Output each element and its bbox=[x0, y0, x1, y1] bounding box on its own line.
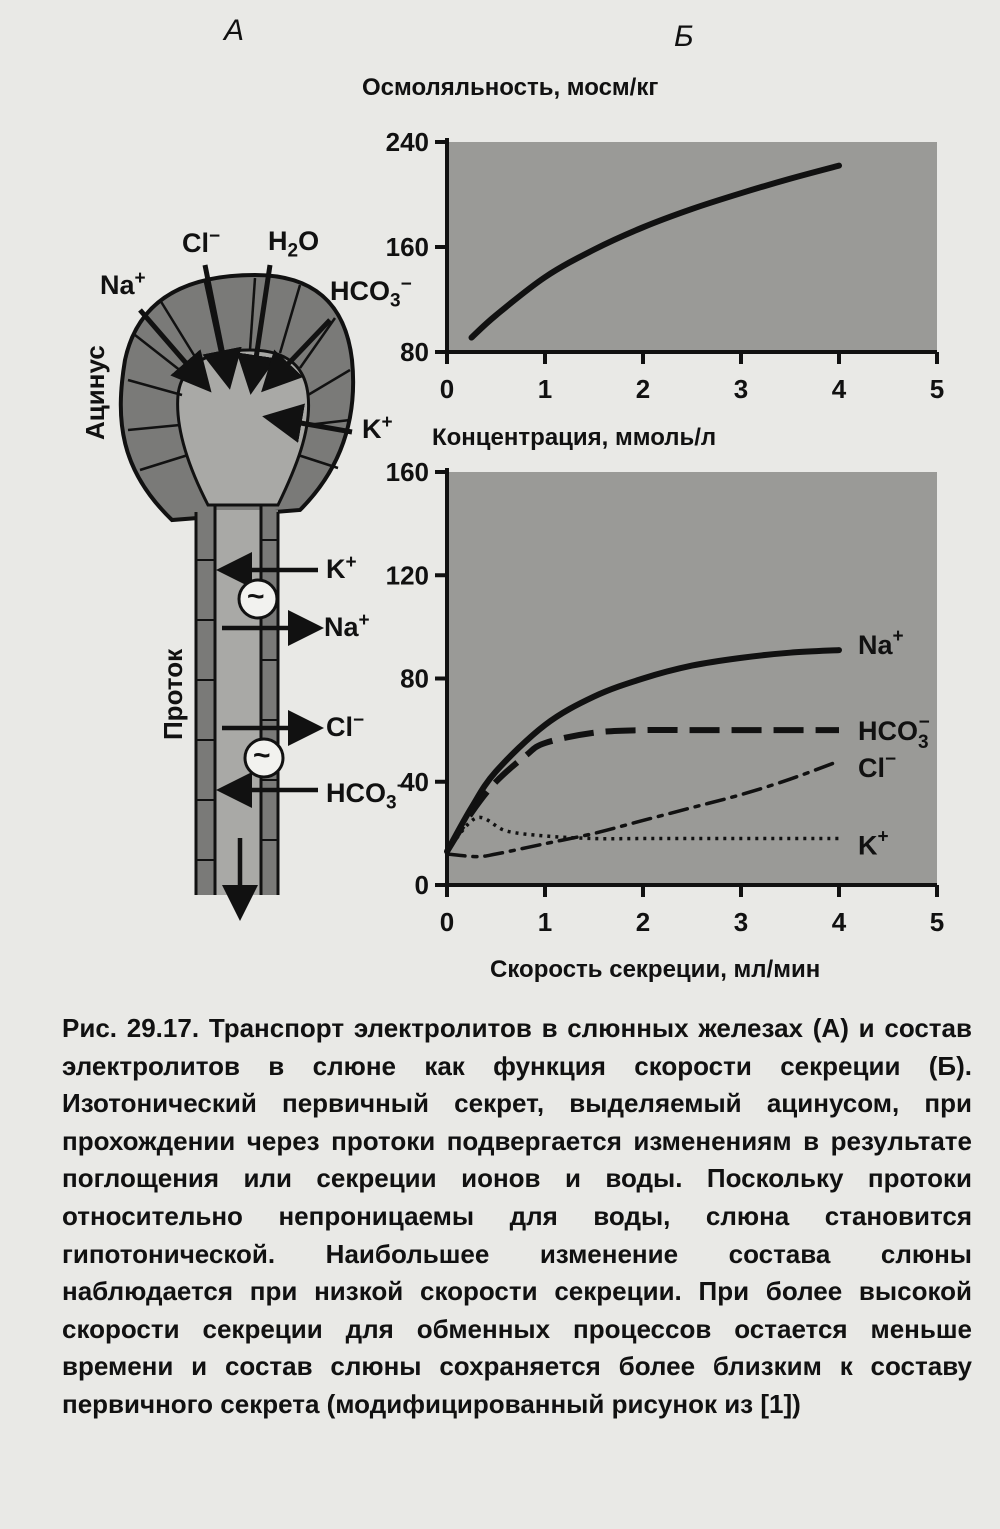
arrow-hco3-in bbox=[261, 318, 332, 393]
chart2-series-hco bbox=[444, 726, 839, 854]
chart2-series-na bbox=[444, 647, 842, 855]
chart2-label-na: Na+ bbox=[858, 626, 904, 660]
chart2-ytick-label: 120 bbox=[386, 560, 429, 590]
chart2-xtick-label: 3 bbox=[734, 907, 748, 937]
arrow-k-in bbox=[262, 403, 353, 443]
figure-caption: Рис. 29.17. Транспорт электролитов в слю… bbox=[62, 1010, 972, 1424]
chart1-xtick-label: 1 bbox=[538, 374, 552, 404]
duct-cl-label: Cl− bbox=[326, 710, 365, 742]
acinus-hco3-label: HCO3− bbox=[330, 274, 412, 312]
chart2-plot-area bbox=[447, 472, 937, 885]
caption-figure-number: Рис. 29.17. bbox=[62, 1013, 200, 1043]
chart2-series-k bbox=[445, 815, 839, 853]
acinus-ion-arrows bbox=[138, 264, 353, 443]
duct-ion-arrows bbox=[216, 552, 324, 921]
chart1-ytick-label: 80 bbox=[400, 337, 429, 367]
chart1-ytick-label: 240 bbox=[386, 127, 429, 157]
chart2-xlabel: Скорость секреции, мл/мин bbox=[490, 956, 821, 983]
arrow-cl-in bbox=[202, 264, 242, 390]
duct-k-label: K+ bbox=[326, 552, 357, 584]
chart1-xtick-label: 5 bbox=[930, 374, 944, 404]
chart1-series-line bbox=[468, 162, 842, 341]
panel-b-letter: Б bbox=[674, 20, 694, 53]
chart1-xtick-label: 0 bbox=[440, 374, 454, 404]
pump-k-na-symbol: ~ bbox=[247, 580, 265, 613]
chart2-ytick-label: 40 bbox=[400, 767, 429, 797]
chart2-ytick-label: 80 bbox=[400, 664, 429, 694]
pump-cl-hco3-symbol: ~ bbox=[253, 739, 271, 772]
chart1-xtick-label: 2 bbox=[636, 374, 650, 404]
chart2-ytick-label: 160 bbox=[386, 457, 429, 487]
acinus-h2o-label: H2O bbox=[268, 226, 320, 262]
chart2-label-hco: HCO3− bbox=[858, 712, 930, 753]
chart1-xtick-label: 3 bbox=[734, 374, 748, 404]
pump-k-na bbox=[237, 578, 279, 620]
chart2-ytick-label: 0 bbox=[415, 870, 429, 900]
panel-a-letter: А bbox=[224, 14, 245, 47]
acinus-na-label: Na+ bbox=[100, 268, 146, 300]
chart2-label-cl: Cl− bbox=[858, 749, 896, 783]
chart2-xtick-label: 4 bbox=[832, 907, 847, 937]
chart2-title: Концентрация, ммоль/л bbox=[432, 424, 717, 451]
chart1-ytick-label: 160 bbox=[386, 232, 429, 262]
chart2-xtick-label: 2 bbox=[636, 907, 650, 937]
chart1-plot-area bbox=[447, 142, 937, 352]
acinus-k-label: K+ bbox=[362, 412, 393, 444]
arrow-na-in bbox=[138, 308, 212, 393]
chart1-xtick-label: 4 bbox=[832, 374, 847, 404]
chart2-series-cl bbox=[445, 759, 841, 859]
pump-cl-hco3 bbox=[243, 737, 285, 779]
duct-na-label: Na+ bbox=[324, 610, 370, 642]
chart2-xtick-label: 1 bbox=[538, 907, 552, 937]
chart2-label-k: K+ bbox=[858, 827, 889, 861]
chart2-xtick-label: 0 bbox=[440, 907, 454, 937]
chart1-title: Осмоляльность, мосм/кг bbox=[362, 74, 659, 101]
arrow-h2o-in bbox=[236, 264, 277, 395]
chart2-xtick-label: 5 bbox=[930, 907, 944, 937]
acinus-cl-label: Cl− bbox=[182, 226, 221, 258]
salivary-gland-diagram bbox=[118, 264, 356, 921]
caption-text: Транспорт электролитов в слюнных железах… bbox=[62, 1013, 972, 1419]
duct-hco3-label: HCO3− bbox=[326, 776, 408, 814]
